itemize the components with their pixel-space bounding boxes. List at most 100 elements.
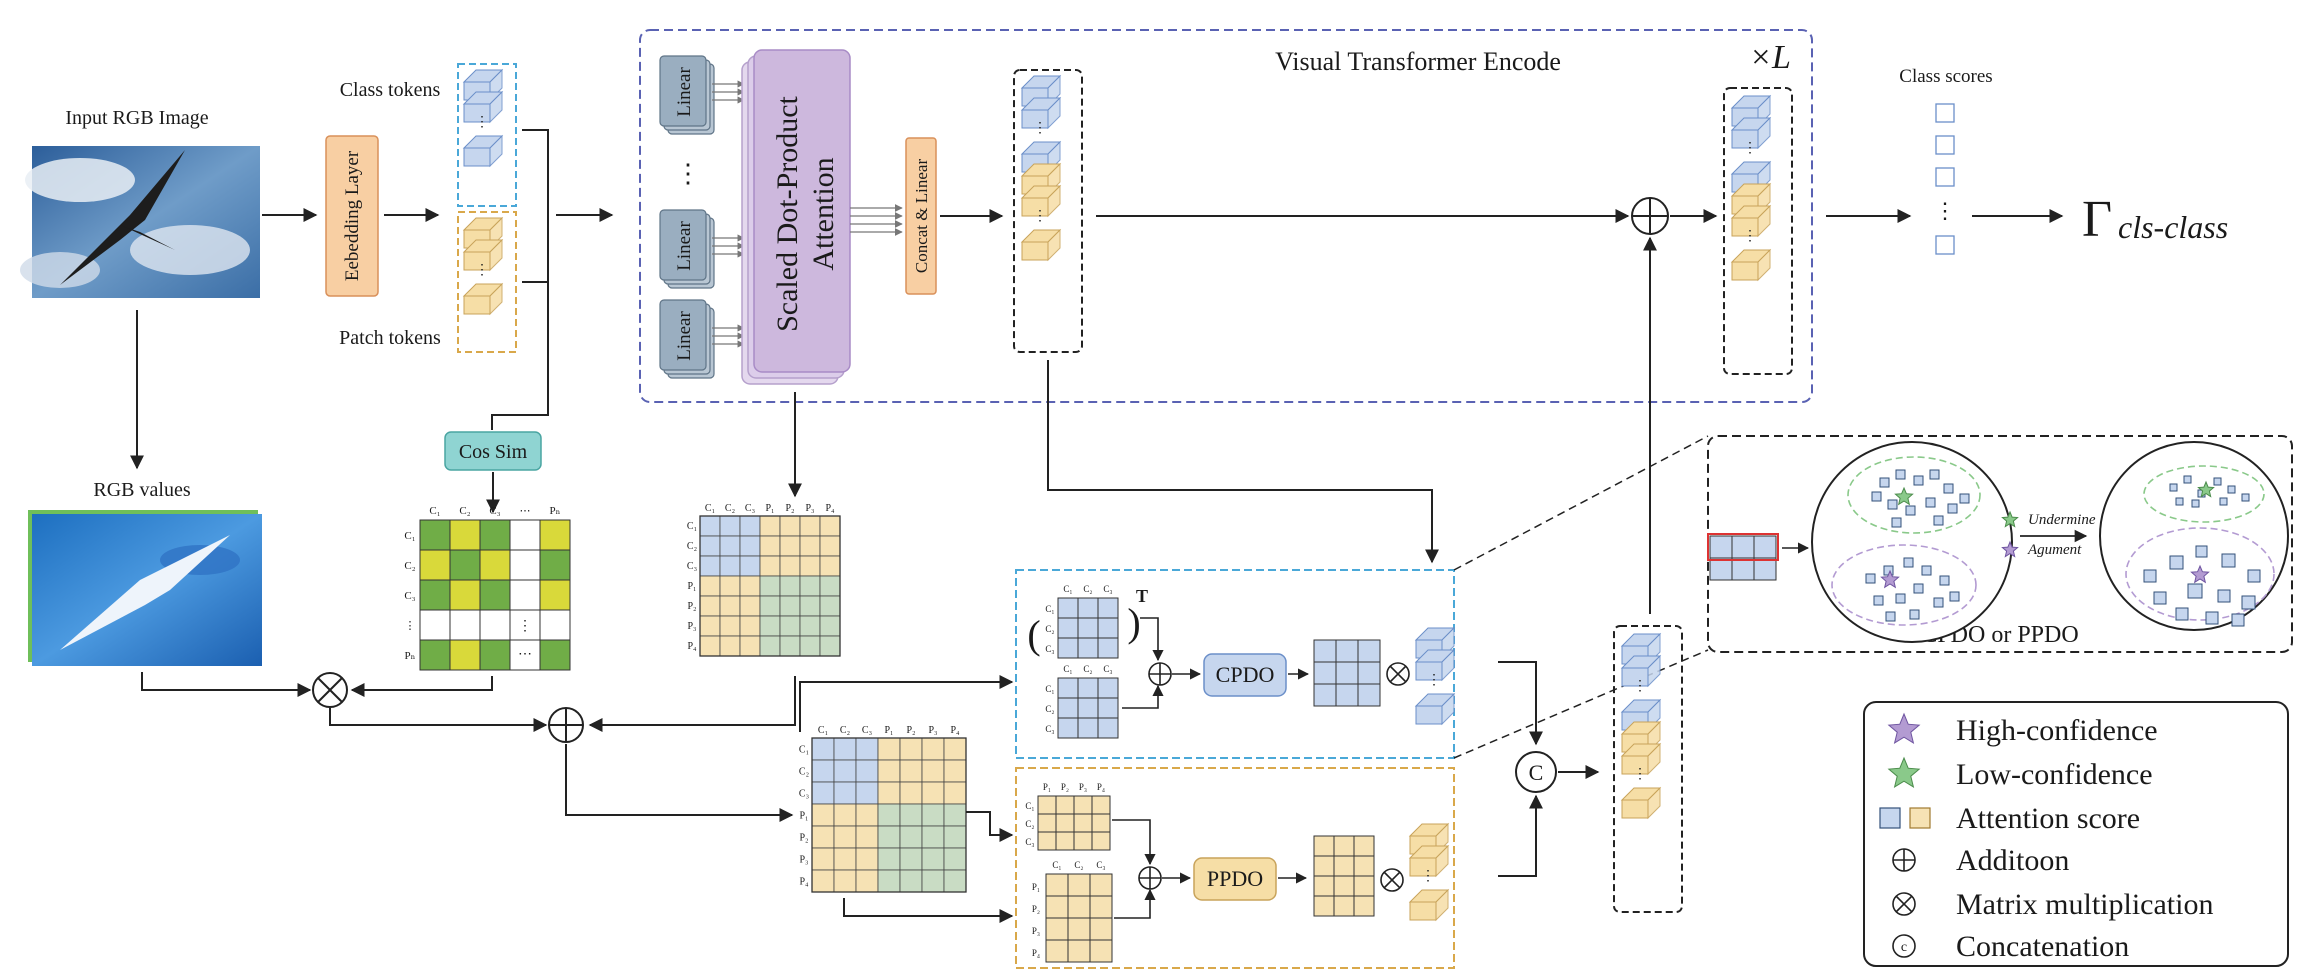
cpdo-cc-cell (1097, 597, 1119, 619)
attn-row-label: C₁ (799, 744, 809, 755)
cpdo-box: CPDO (1203, 653, 1287, 697)
cos-col-label: C₂ (459, 505, 470, 517)
attn-col-label: C₁ (818, 725, 828, 736)
attn-cell (699, 635, 721, 657)
attn-cell (719, 555, 741, 577)
cpdo-cc-cell (1077, 597, 1099, 619)
attn-col-label: C₃ (862, 725, 872, 736)
attn-cell (799, 615, 821, 637)
ppdo-col-label: P₁ (1043, 782, 1051, 792)
ppdo-col-label: P₄ (1097, 782, 1105, 792)
ppdo-col-label: C₂ (1074, 860, 1083, 870)
legend-label: Additoon (1956, 844, 2069, 877)
point (1895, 593, 1906, 604)
star-icon (2001, 510, 2019, 528)
attn-col-label: P₃ (805, 503, 814, 514)
ellipsis: ⋮ (475, 115, 489, 130)
attn-cell (921, 825, 945, 849)
ppdo-label: PPDO (1207, 866, 1263, 891)
class-scores-label: Class scores (1899, 66, 1992, 87)
point (1959, 493, 1970, 504)
attn-cell (943, 759, 967, 783)
cpdo-out-cell (1357, 683, 1381, 707)
token-cube (462, 90, 504, 124)
point (1909, 609, 1920, 620)
legend-label: Attention score (1956, 802, 2140, 835)
cpdo-out-cell (1335, 683, 1359, 707)
star-icon (2197, 480, 2215, 498)
score-box (1935, 235, 1955, 255)
attn-col-label: C₃ (745, 503, 755, 514)
cpdo-row-label: C₂ (1045, 624, 1054, 634)
score-ellipsis: ⋮ (1934, 198, 1956, 223)
loss-symbol: Γ (2082, 191, 2112, 248)
attn-cell (719, 635, 741, 657)
ppdo-pc-cell (1091, 831, 1111, 851)
ppdo-out-cell (1333, 875, 1355, 897)
cpdo-col-label: C₂ (1083, 664, 1092, 674)
point (1921, 565, 1932, 576)
attn-cell (921, 847, 945, 871)
output-tokens: ⋮⋮ (1730, 94, 1772, 282)
cpdo-row-label: C₃ (1045, 724, 1054, 734)
attn-cell (921, 803, 945, 827)
attn-cell (719, 535, 741, 557)
detail-cell (1731, 557, 1755, 581)
cpdo-out-cell (1357, 639, 1381, 663)
ppdo-row-label: C₁ (1025, 801, 1034, 811)
attn-cell (943, 781, 967, 805)
point (1895, 469, 1906, 480)
star-icon (2001, 540, 2019, 558)
cos-sim-label: Cos Sim (459, 441, 528, 463)
star-purple-icon (1887, 712, 1921, 744)
attn-row-label: P₃ (799, 854, 808, 865)
ellipsis: ⋮ (1033, 209, 1047, 224)
ppdo-pc-cell (1037, 813, 1057, 833)
attn-cell (877, 847, 901, 871)
token-cube (1408, 888, 1450, 922)
attn-col-label: P₃ (928, 725, 937, 736)
score-box (1935, 103, 1955, 123)
ppdo-out-cell (1313, 875, 1335, 897)
ppdo-pc-cell (1073, 813, 1093, 833)
cos-cell (479, 639, 511, 671)
star-green-icon (1887, 756, 1921, 788)
cpdo-col-label: C₃ (1103, 664, 1112, 674)
point (1913, 475, 1924, 486)
cpdo-out-cell (1357, 661, 1381, 685)
attn-cell (833, 803, 857, 827)
attn-cell (899, 759, 923, 783)
detail-cell (1731, 535, 1755, 559)
c-circle-icon: c (1892, 934, 1916, 958)
purple-cluster (2125, 527, 2275, 621)
addition-cpdo (1148, 662, 1172, 686)
point (2183, 475, 2192, 484)
token-column-output (1723, 87, 1793, 375)
concat-circle: C (1515, 751, 1557, 793)
detail-cell (1753, 535, 1777, 559)
ppdo-out-cell (1353, 895, 1375, 917)
rgb-values-image (28, 510, 262, 666)
attn-row-label: C₁ (687, 521, 697, 532)
ppdo-box: PPDO (1193, 857, 1277, 901)
cpdo-cc-cell (1057, 717, 1079, 739)
attn-col-label: C₂ (840, 725, 850, 736)
star-icon (2190, 564, 2210, 584)
attn-cell (739, 535, 761, 557)
score-box (1935, 135, 1955, 155)
attn-cell (779, 575, 801, 597)
attn-row-label: P₄ (687, 641, 697, 652)
agument-label: Agument (2027, 542, 2082, 558)
point (1873, 595, 1884, 606)
token-cube (1414, 648, 1456, 682)
attn-row-label: C₃ (799, 788, 809, 799)
ppdo-pc-cell (1091, 813, 1111, 833)
point (2231, 613, 2245, 627)
attention-block: Scaled Dot-Product Attention (741, 49, 851, 385)
linear-label: Linear (674, 67, 695, 117)
ppdo-col-label: P₂ (1061, 782, 1069, 792)
attn-cell (899, 847, 923, 871)
point (2175, 497, 2184, 506)
